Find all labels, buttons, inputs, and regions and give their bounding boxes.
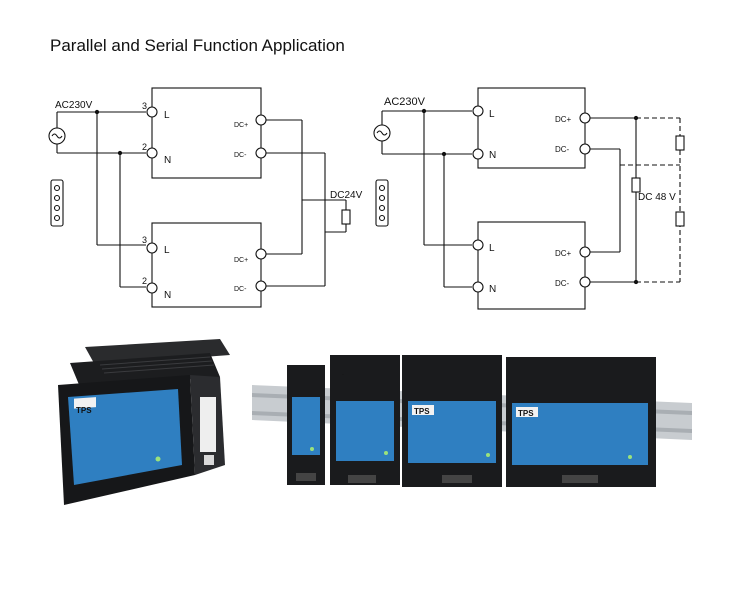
din-rail-row-photo: TPS TPS TPS — [252, 355, 692, 487]
psu-module-top — [151, 87, 262, 179]
pin-label: N — [164, 155, 171, 166]
dc-plus-label: DC+ — [555, 115, 572, 124]
tps-logo: TPS — [414, 407, 430, 416]
terminal-block-icon — [375, 179, 389, 227]
module-medium-2: TPS — [402, 355, 502, 487]
pin-label: L — [164, 110, 170, 121]
psu-module-top — [477, 87, 586, 169]
parallel-labels: AC230V 3 2 L N DC+ DC- 3 2 L N DC+ DC- D… — [55, 100, 363, 301]
psu-module-bottom — [151, 222, 262, 308]
serial-labels: AC230V L N DC+ DC- L N DC+ DC- DC 48 V — [384, 96, 676, 295]
parallel-output-label: DC24V — [330, 190, 363, 201]
module-large: TPS — [506, 357, 656, 487]
blue-label-panel — [68, 389, 182, 485]
optional-load-icon — [675, 135, 685, 151]
pin-label: L — [489, 109, 495, 120]
pin-label: N — [489, 150, 496, 161]
optional-load-icon — [675, 211, 685, 227]
pin-label: N — [489, 284, 496, 295]
pin-label: L — [489, 243, 495, 254]
parallel-diagram — [48, 87, 351, 308]
single-psu-photo: TPS — [58, 339, 230, 505]
status-led — [155, 456, 161, 462]
pin-label: L — [164, 245, 170, 256]
terminal-block-icon — [50, 179, 64, 227]
serial-diagram — [373, 87, 685, 310]
dc-plus-label: DC+ — [234, 122, 248, 129]
dc-minus-label: DC- — [234, 286, 247, 293]
tps-logo: TPS — [518, 409, 534, 418]
pin-number: 2 — [142, 142, 147, 152]
dc-minus-label: DC- — [555, 145, 570, 154]
terminals — [296, 473, 598, 483]
serial-ac-label: AC230V — [384, 96, 426, 108]
pin-label: N — [164, 290, 171, 301]
wiring-diagrams: AC230V 3 2 L N DC+ DC- 3 2 L N DC+ DC- D… — [48, 87, 685, 310]
module-small — [287, 365, 325, 485]
dc-minus-label: DC- — [555, 279, 570, 288]
load-resistor-icon — [631, 177, 641, 193]
pin-number: 3 — [142, 235, 147, 245]
tps-logo-hidden: TPS — [342, 374, 344, 376]
serial-output-label: DC 48 V — [638, 192, 676, 203]
pin-number: 3 — [142, 101, 147, 111]
dc-plus-label: DC+ — [234, 257, 248, 264]
pin-number: 2 — [142, 276, 147, 286]
module-medium-1 — [330, 355, 400, 485]
load-resistor-icon — [341, 209, 351, 225]
page-title: Parallel and Serial Function Application — [50, 36, 345, 55]
dc-plus-label: DC+ — [555, 249, 572, 258]
tps-logo: TPS — [76, 406, 92, 415]
psu-module-bottom — [477, 221, 586, 310]
parallel-ac-label: AC230V — [55, 100, 93, 111]
dc-minus-label: DC- — [234, 152, 247, 159]
